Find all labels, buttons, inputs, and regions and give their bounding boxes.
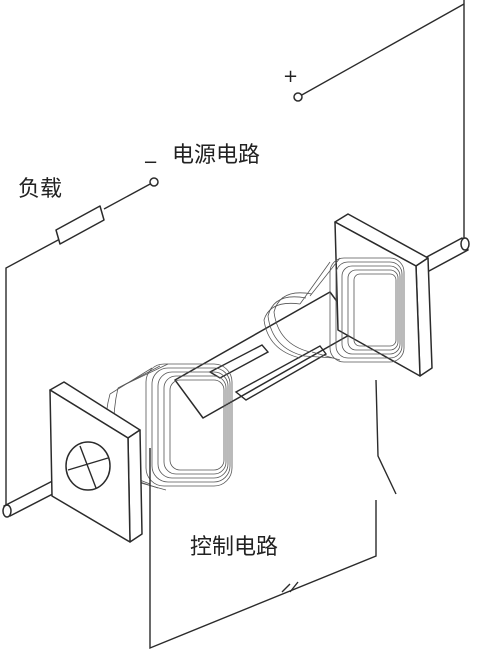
power-circuit-wiring <box>5 0 465 505</box>
left-coil <box>105 363 233 491</box>
left-end-plate <box>49 381 143 543</box>
reed-switch <box>174 291 359 419</box>
minus-sign: − <box>143 152 158 173</box>
right-end-plate <box>334 213 433 377</box>
control-circuit-label: 控制电路 <box>190 535 278 560</box>
power-circuit-label: 电源电路 <box>172 143 260 168</box>
load-label: 负载 <box>18 177 62 202</box>
control-circuit-wiring <box>149 379 397 650</box>
load-resistor <box>55 205 105 245</box>
right-coil <box>263 257 405 363</box>
plus-sign: + <box>283 66 298 87</box>
